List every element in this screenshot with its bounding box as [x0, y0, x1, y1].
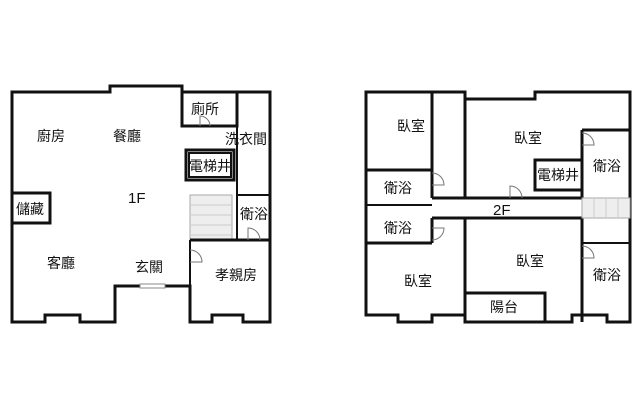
room-label-storage: 儲藏 [16, 201, 44, 217]
bath-1f-door [247, 227, 261, 241]
room-label-balcony: 陽台 [490, 299, 518, 315]
floor-label-1f: 1F [128, 190, 146, 207]
room-label-bath-right-bottom: 衛浴 [593, 267, 621, 283]
bath-right-bottom-door [581, 245, 595, 259]
bath-left-top-door [431, 172, 445, 186]
stairs-1f [189, 194, 233, 241]
elevator-1f-inner [188, 152, 232, 178]
room-label-bedroom-tr: 臥室 [514, 130, 542, 146]
room-label-bedroom-bl: 臥室 [404, 273, 432, 289]
room-label-bedroom-bm: 臥室 [516, 253, 544, 269]
room-label-laundry: 洗衣間 [225, 131, 267, 147]
bedroom-tr-door [509, 185, 523, 199]
balcony-wall [463, 291, 547, 324]
bath-left-bottom-door [431, 227, 445, 241]
room-label-elevator-2f: 電梯井 [537, 167, 579, 183]
room-label-toilet: 廁所 [191, 101, 219, 117]
room-label-bath-right: 衛浴 [593, 158, 621, 174]
room-label-foyer: 玄關 [135, 259, 163, 275]
floor-label-2f: 2F [493, 202, 511, 219]
room-label-elevator-1f: 電梯井 [189, 158, 231, 174]
room-label-parent-room: 孝親房 [215, 267, 257, 283]
floor-2-plan: 臥室 臥室 衛浴 電梯井 衛浴 2F 衛浴 臥室 臥室 衛浴 陽台 [364, 90, 632, 324]
room-label-living: 客廳 [47, 255, 75, 271]
floor-1-plan: 廚房 餐廳 廁所 洗衣間 電梯井 儲藏 1F 衛浴 客廳 玄關 孝親房 [10, 84, 272, 324]
room-label-bath-left-bottom: 衛浴 [384, 220, 412, 236]
toilet-door [199, 115, 211, 127]
room-label-dining: 餐廳 [113, 128, 141, 144]
foyer-door [139, 283, 166, 289]
room-label-kitchen: 廚房 [37, 128, 65, 144]
bath-right-door [581, 132, 595, 146]
floor-1-outer-wall [10, 84, 272, 324]
room-label-bath-left-top: 衛浴 [384, 180, 412, 196]
floor-2-outer-wall [364, 90, 632, 324]
parent-room-door [189, 249, 203, 263]
elevator-1f-wall [184, 148, 236, 182]
elevator-2f-wall [533, 158, 584, 192]
room-label-bathroom-1f: 衛浴 [240, 206, 268, 222]
room-label-bedroom-tl: 臥室 [397, 118, 425, 134]
